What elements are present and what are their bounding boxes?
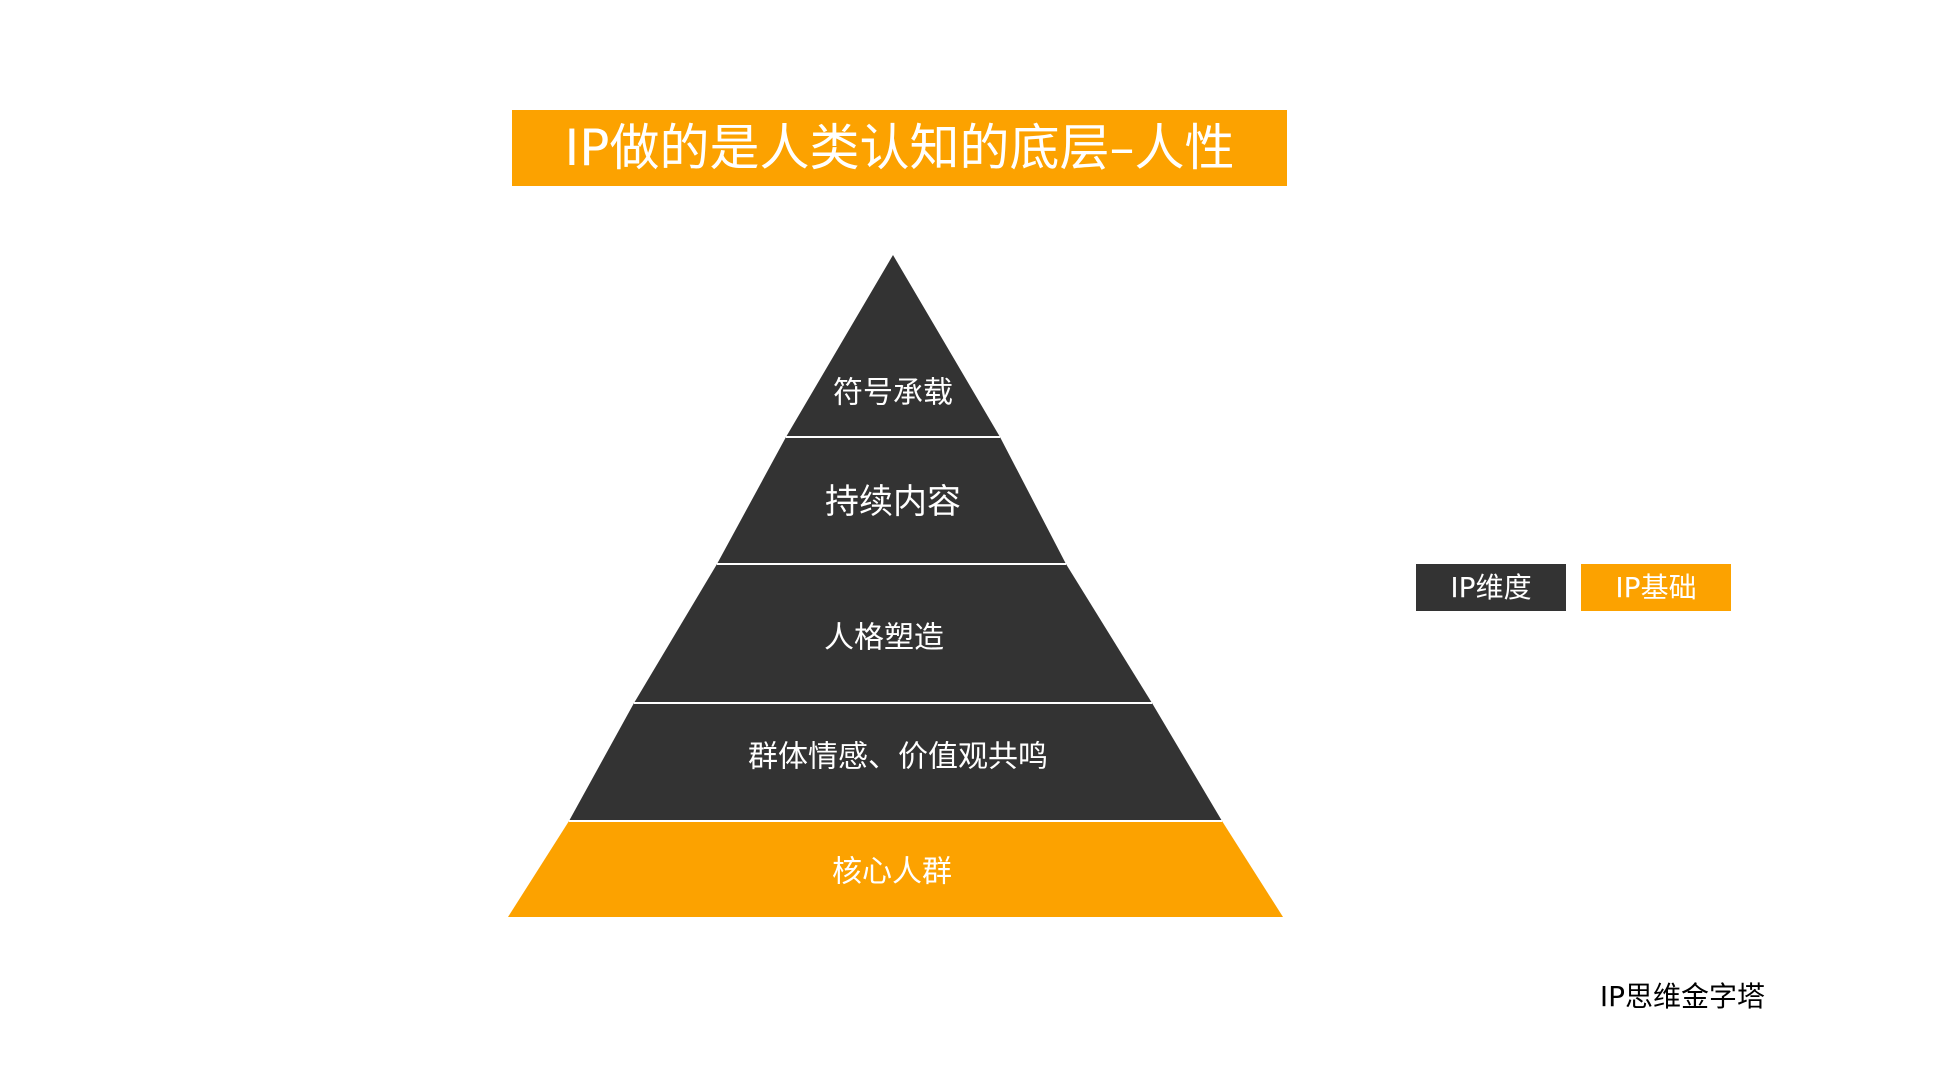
layer-label-persona: 人格塑造: [824, 621, 944, 656]
pyramid-layer-4: [569, 703, 1222, 821]
diagram-caption: IP思维金字塔: [1599, 980, 1765, 1013]
pyramid-layer-2: [717, 437, 1066, 564]
legend-foundation: IP基础: [1581, 564, 1731, 611]
pyramid-layer-5: [508, 821, 1283, 917]
layer-label-content: 持续内容: [825, 482, 961, 522]
pyramid-layer-1: [786, 255, 1000, 437]
layer-label-resonance: 群体情感、价值观共鸣: [748, 740, 1048, 775]
legend-dimension: IP维度: [1416, 564, 1566, 611]
pyramid-layer-3: [634, 564, 1152, 703]
layer-label-symbol: 符号承载: [833, 376, 953, 411]
layer-label-core-group: 核心人群: [832, 855, 952, 890]
page-title: IP做的是人类认知的底层–人性: [512, 110, 1287, 186]
